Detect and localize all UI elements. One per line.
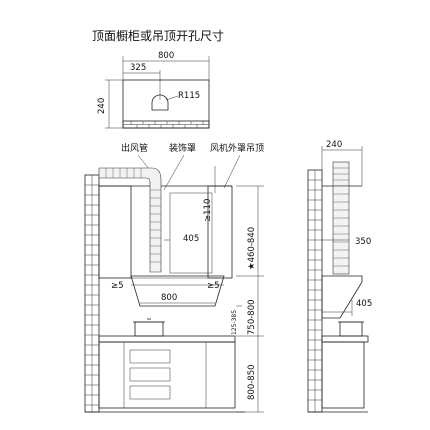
dim-405-front: 405 <box>183 234 199 244</box>
dim-325: 325 <box>130 63 146 73</box>
side-view: 240 350 405 <box>307 140 372 413</box>
dim-750-800: 750-800 <box>247 299 257 335</box>
dim-405-side: 405 <box>356 299 372 309</box>
front-vertical-dimensions: ★460-840 750-800 800-850 125-385 <box>231 185 264 413</box>
side-pot <box>339 321 363 337</box>
dim-460-840: ★460-840 <box>247 227 257 270</box>
leader-cover <box>163 154 185 191</box>
dim-350: 350 <box>355 237 371 247</box>
side-brick-wall <box>307 169 323 413</box>
top-view: 800 325 R115 240 <box>97 51 210 129</box>
label-decorative-cover: 装饰罩 <box>169 142 196 154</box>
diagram-title: 顶面橱柜或吊顶开孔尺寸 <box>92 29 224 43</box>
left-brick-wall <box>84 174 100 413</box>
side-hood <box>321 275 363 319</box>
label-outlet-pipe: 出风管 <box>121 142 148 154</box>
dim-240-top: 240 <box>97 98 107 114</box>
left-upper-cabinet <box>98 185 132 279</box>
dim-ge5-left: ≥5 <box>111 281 124 291</box>
dim-240-side: 240 <box>326 140 342 150</box>
dim-r115: R115 <box>178 91 200 101</box>
dim-800-850: 800-850 <box>247 364 257 400</box>
dim-110: ≥110 <box>203 199 213 222</box>
decorative-cover <box>169 192 213 274</box>
side-cabinet <box>321 341 365 409</box>
side-duct <box>332 185 350 275</box>
dim-ge5-right: ≥5 <box>207 281 220 291</box>
dim-125-385: 125-385 <box>231 310 238 335</box>
side-countertop <box>321 335 369 343</box>
lower-cabinets <box>98 341 236 409</box>
label-fan-cover-ceiling: 风机外罩吊顶 <box>210 142 264 154</box>
flexible-duct <box>98 167 162 273</box>
range-hood-body <box>130 275 225 307</box>
duct-opening <box>151 94 169 111</box>
countertop <box>98 335 236 343</box>
cooking-pot <box>133 318 165 337</box>
dim-800-hood: 800 <box>161 293 177 303</box>
top-brick-strip <box>122 120 210 129</box>
leader-outer-cover <box>223 154 241 189</box>
dim-800-top: 800 <box>158 51 174 61</box>
front-view: 405 ≥110 ≥5 ≥5 800 <box>84 166 264 413</box>
